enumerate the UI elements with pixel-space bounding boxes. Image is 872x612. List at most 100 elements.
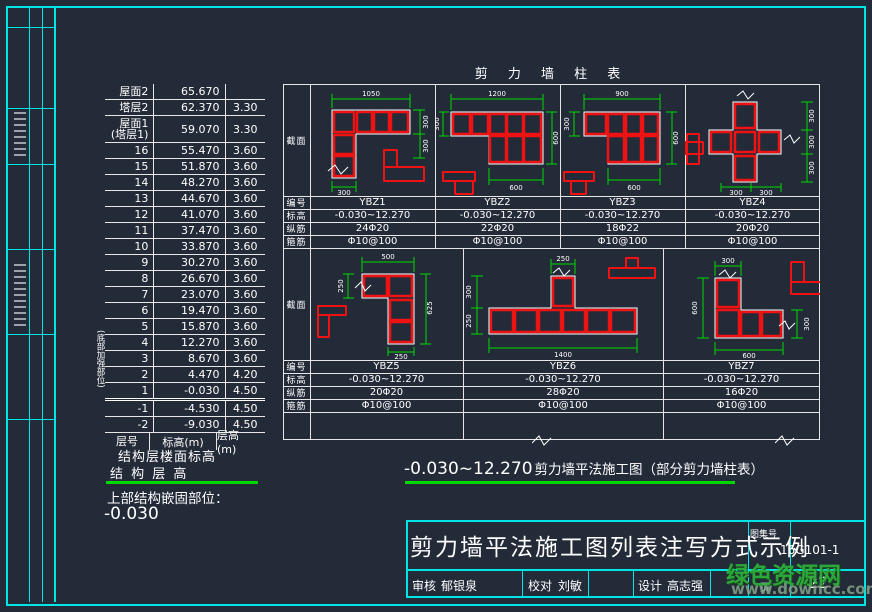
- svg-text:1200: 1200: [488, 90, 506, 98]
- floor-cell: 33.870: [154, 239, 226, 254]
- svg-text:300: 300: [721, 257, 734, 265]
- floor-cell: 8.670: [154, 351, 226, 366]
- svg-text:250: 250: [465, 314, 473, 327]
- page-label: 页: [760, 583, 770, 594]
- titleblock-line: [710, 569, 711, 598]
- floor-cell: 3.60: [233, 336, 258, 349]
- svg-text:600: 600: [742, 352, 755, 360]
- col-id: YBZ7: [728, 361, 755, 372]
- floor-cell: 3.60: [233, 224, 258, 237]
- review-label: 审核: [412, 579, 437, 593]
- grid-line: [283, 222, 820, 223]
- grid-line: [283, 235, 820, 236]
- col-longbar: 20Φ20: [369, 387, 404, 398]
- section-ybz4: 300 300 300 300 300: [685, 90, 816, 196]
- caption-text: 剪力墙平法施工图（部分剪力墙柱表）: [534, 462, 765, 478]
- svg-text:300: 300: [803, 317, 811, 330]
- grid-line: [283, 386, 820, 387]
- margin-line: [8, 334, 55, 335]
- floor-cell: 55.470: [154, 143, 226, 158]
- col-id: YBZ2: [484, 197, 511, 208]
- floor-cell: 41.070: [154, 207, 226, 222]
- floor-table-footer: 层号标高(m)层高(m): [105, 429, 265, 456]
- note-embed-elevation: -0.030: [104, 504, 159, 524]
- caption-underline: [405, 481, 735, 484]
- col-longbar: 28Φ20: [546, 387, 580, 398]
- grid-line: [463, 248, 464, 440]
- grid-line: [310, 84, 311, 440]
- col-range: -0.030~12.270: [525, 374, 601, 385]
- grid-line: [283, 373, 820, 374]
- floor-cell: 26.670: [154, 271, 226, 286]
- grid-line: [819, 84, 820, 440]
- svg-text:300: 300: [808, 135, 816, 148]
- col-hoop: Φ10@100: [597, 236, 648, 247]
- col-range: -0.030~12.270: [348, 374, 425, 385]
- floor-cell: 4.20: [233, 368, 258, 381]
- floor-cell: 4.50: [233, 402, 258, 415]
- row-label-elev: 标高: [286, 376, 307, 386]
- note-floor-elevation: 结构层楼面标高: [118, 450, 217, 465]
- col-range: -0.030~12.270: [584, 210, 661, 221]
- grid-line: [283, 399, 820, 400]
- row-label-long: 纵筋: [286, 389, 307, 399]
- floor-cell: -0.030: [154, 383, 226, 398]
- col-longbar: 16Φ20: [724, 387, 759, 398]
- wall-column-table: 截面 编号 标高 纵筋 箍筋 截面 编号 标高 纵筋 箍筋 YBZ1 YBZ2 …: [283, 84, 820, 440]
- floor-cell: 44.670: [154, 191, 226, 206]
- watermark-url: www.downcc.com: [731, 580, 872, 598]
- floor-cell: 屋面2: [105, 84, 155, 99]
- col-id: YBZ6: [549, 361, 577, 372]
- floor-cell: 30.270: [154, 255, 226, 270]
- svg-text:900: 900: [615, 90, 628, 98]
- floor-cell: 塔层2: [105, 100, 155, 115]
- green-underline: [106, 481, 258, 484]
- design-name: 高志强: [667, 579, 704, 593]
- col-hoop: Φ10@100: [727, 236, 778, 247]
- floor-cell: 51.870: [154, 159, 226, 174]
- margin-text-marks: [14, 112, 26, 158]
- svg-text:600: 600: [552, 131, 560, 144]
- grid-line: [685, 84, 686, 248]
- svg-text:300: 300: [729, 189, 742, 196]
- col-longbar: 22Φ20: [480, 223, 515, 234]
- floor-cell: 标高(m): [150, 433, 217, 450]
- floor-cell: 65.670: [154, 84, 226, 99]
- row-label-id: 编号: [286, 199, 307, 209]
- floor-cell: 3.60: [233, 272, 258, 285]
- titleblock-line: [748, 520, 749, 598]
- svg-text:300: 300: [808, 109, 816, 122]
- svg-text:1400: 1400: [554, 351, 572, 359]
- col-hoop: Φ10@100: [716, 400, 767, 411]
- bottom-strengthen-zone-note: (底部加强部位): [95, 330, 105, 388]
- floor-cell: [226, 84, 265, 99]
- margin-line: [8, 419, 55, 420]
- col-longbar: 20Φ20: [735, 223, 770, 234]
- margin-line: [8, 108, 55, 109]
- grid-line: [283, 412, 820, 413]
- col-hoop: Φ10@100: [538, 400, 588, 411]
- grid-line: [560, 84, 561, 248]
- svg-text:600: 600: [672, 131, 680, 144]
- floor-cell: 12: [105, 207, 155, 222]
- floor-cell: 3.60: [233, 352, 258, 365]
- floor-cell: 3: [105, 351, 155, 366]
- svg-text:300: 300: [422, 139, 430, 152]
- floor-cell: 3.60: [233, 176, 258, 189]
- col-id: YBZ1: [359, 197, 386, 208]
- col-hoop: Φ10@100: [347, 236, 398, 247]
- floor-cell: 3.60: [233, 256, 258, 269]
- floor-cell: 12.270: [154, 335, 226, 350]
- floor-cell: -9.030: [154, 417, 226, 432]
- svg-text:600: 600: [691, 301, 699, 314]
- floor-cell: 3.60: [233, 160, 258, 173]
